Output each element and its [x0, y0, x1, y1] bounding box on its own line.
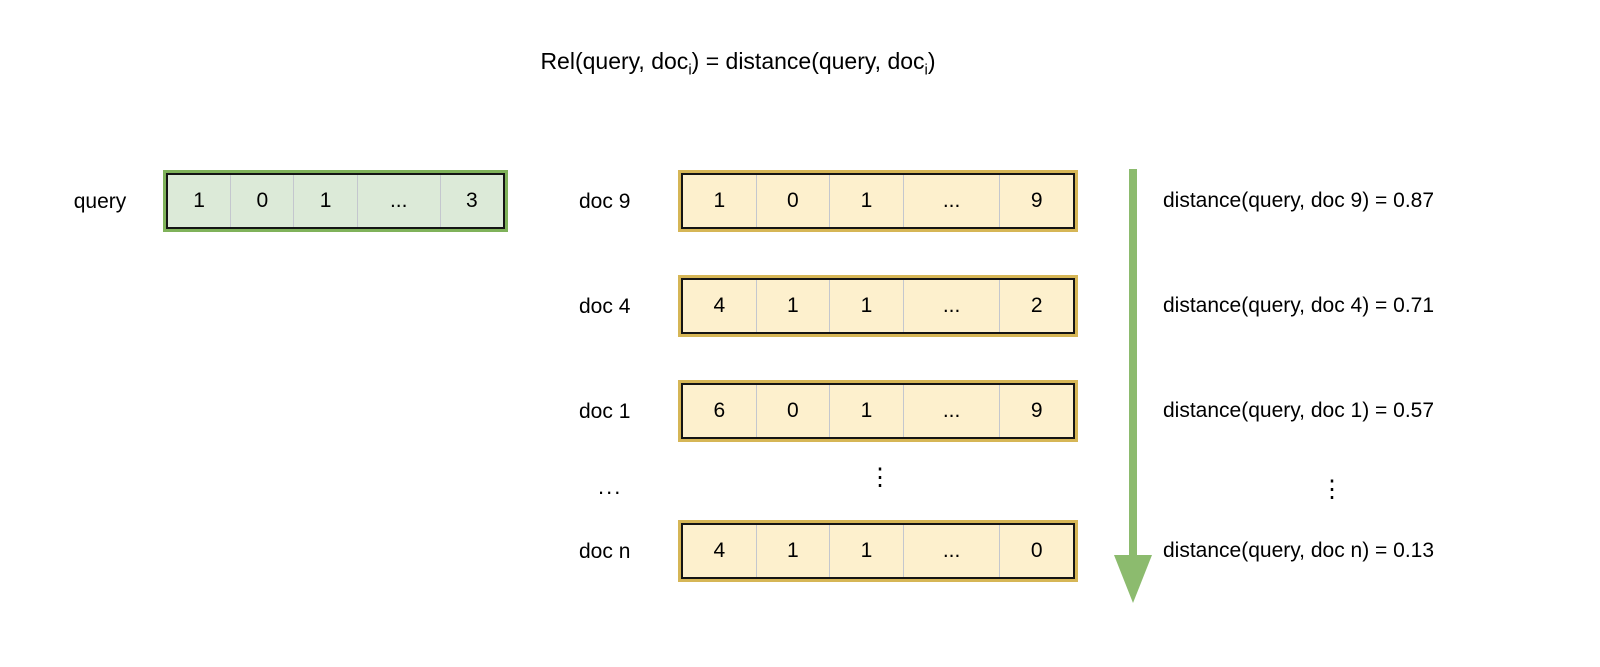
- query-cell: 1: [193, 189, 205, 212]
- query-cell: 0: [230, 175, 293, 227]
- distances-ellipsis: ⋮: [1320, 476, 1344, 503]
- doc-cell: 9: [999, 385, 1073, 437]
- doc-cell: 4: [713, 539, 726, 562]
- formula-subscript-i-right: i: [924, 61, 928, 79]
- query-vector-cells: 1 0 1 ... 3: [166, 173, 505, 229]
- formula-prefix: Rel(query, doc: [540, 48, 689, 74]
- doc-cell-ellipsis: ...: [902, 280, 1000, 332]
- doc-cell: 4: [713, 294, 726, 317]
- distance-label: distance(query, doc 1) = 0.57: [1163, 399, 1435, 422]
- doc-label: doc n: [579, 540, 631, 563]
- doc-cell: 9: [999, 175, 1073, 227]
- doc-label: doc 1: [579, 400, 631, 423]
- doc-vector-cells: 1 0 1 ... 9: [681, 173, 1075, 229]
- distance-label: distance(query, doc n) = 0.13: [1163, 539, 1435, 562]
- doc-cell: 1: [829, 525, 903, 577]
- formula-title: Rel(query, doci) = distance(query, doci): [540, 48, 936, 78]
- doc-vector-cells: 4 1 1 ... 0: [681, 523, 1075, 579]
- query-label: query: [73, 190, 127, 213]
- doc-vector-cells: 4 1 1 ... 2: [681, 278, 1075, 334]
- doc-cell-ellipsis: ...: [902, 525, 1000, 577]
- doc-cell-ellipsis: ...: [902, 175, 1000, 227]
- doc-cell: 6: [713, 399, 726, 422]
- doc-vectors-ellipsis: ⋮: [868, 464, 892, 491]
- doc-vector: 4 1 1 ... 0: [678, 520, 1078, 582]
- doc-cell: 1: [755, 280, 830, 332]
- doc-label: doc 9: [579, 190, 631, 213]
- query-cell: 3: [439, 175, 503, 227]
- doc-vector-cells: 6 0 1 ... 9: [681, 383, 1075, 439]
- query-cell: 1: [293, 175, 356, 227]
- doc-labels-ellipsis: ...: [598, 474, 623, 499]
- formula-middle: ) = distance(query, doc: [691, 48, 925, 74]
- doc-cell: 0: [755, 175, 830, 227]
- doc-vector: 6 0 1 ... 9: [678, 380, 1078, 442]
- doc-cell: 0: [755, 385, 830, 437]
- doc-label: doc 4: [579, 295, 631, 318]
- formula-subscript-i-left: i: [688, 61, 692, 79]
- doc-cell: 1: [829, 385, 903, 437]
- doc-cell: 1: [755, 525, 830, 577]
- doc-vector: 4 1 1 ... 2: [678, 275, 1078, 337]
- doc-cell: 2: [999, 280, 1073, 332]
- doc-vector: 1 0 1 ... 9: [678, 170, 1078, 232]
- doc-cell: 1: [713, 189, 726, 212]
- query-vector: 1 0 1 ... 3: [163, 170, 508, 232]
- ranking-arrow-icon: [1114, 169, 1152, 603]
- doc-cell: 1: [829, 280, 903, 332]
- doc-cell: 1: [829, 175, 903, 227]
- distance-label: distance(query, doc 4) = 0.71: [1163, 294, 1435, 317]
- distance-label: distance(query, doc 9) = 0.87: [1163, 189, 1435, 212]
- doc-cell-ellipsis: ...: [902, 385, 1000, 437]
- query-cell-ellipsis: ...: [356, 175, 440, 227]
- formula-suffix: ): [927, 48, 936, 74]
- doc-cell: 0: [999, 525, 1073, 577]
